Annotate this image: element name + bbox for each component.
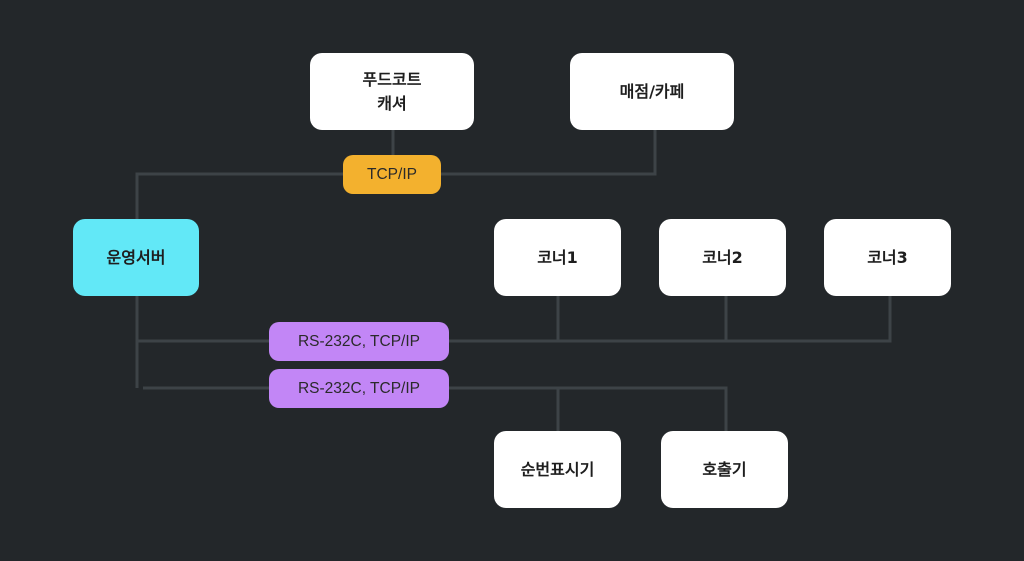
node-order-number-display: 순번표시기 [494, 431, 621, 508]
node-corner-3: 코너3 [824, 219, 951, 296]
line-corners-bus [137, 295, 892, 343]
node-corner-1: 코너1 [494, 219, 621, 296]
node-corner-2: 코너2 [659, 219, 786, 296]
node-operation-server: 운영서버 [73, 219, 199, 296]
node-store-cafe: 매점/카페 [570, 53, 734, 130]
badge-rs232c-tcp-corners: RS-232C, TCP/IP [269, 322, 449, 361]
node-pager: 호출기 [661, 431, 788, 508]
node-foodcourt-cashier: 푸드코트 캐셔 [310, 53, 474, 130]
badge-rs232c-tcp-devices: RS-232C, TCP/IP [269, 369, 449, 408]
badge-tcp-ip: TCP/IP [343, 155, 441, 194]
